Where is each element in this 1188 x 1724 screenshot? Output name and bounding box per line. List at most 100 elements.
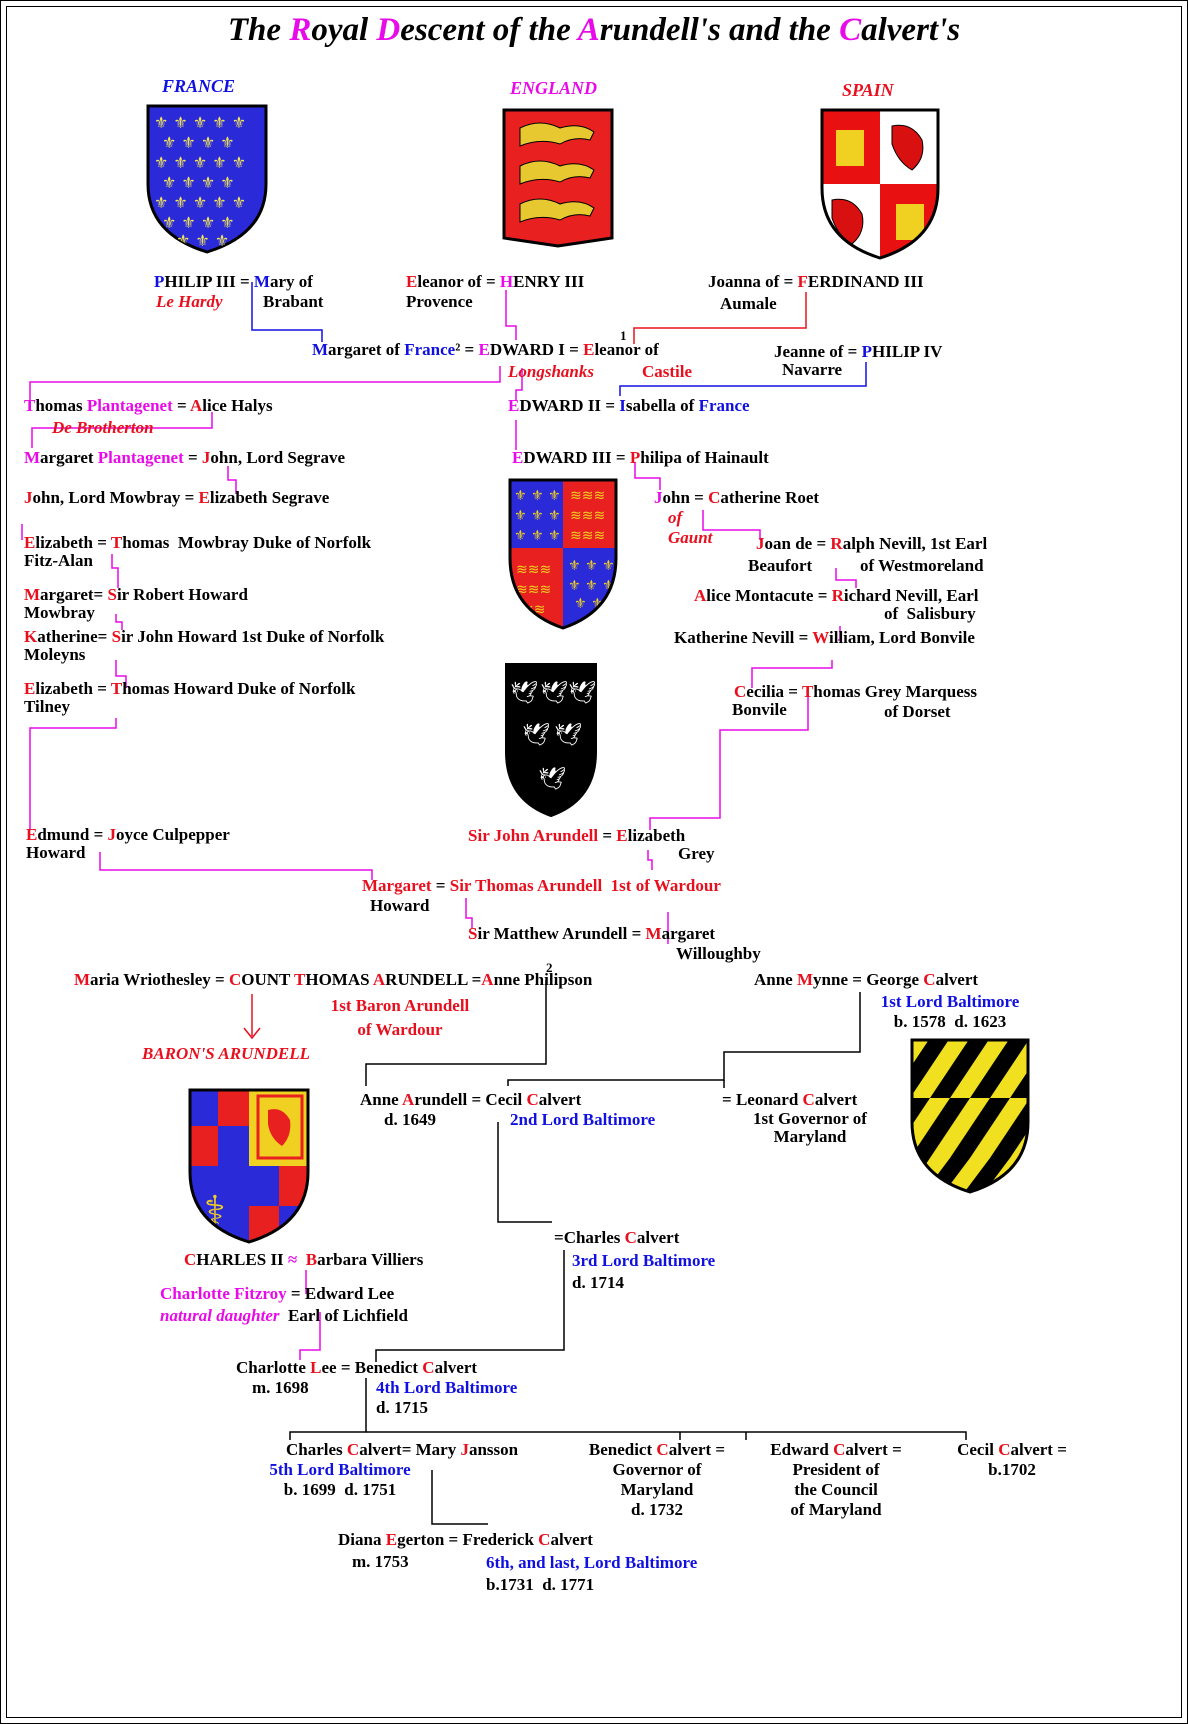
person-count-thomas-arundell: Maria Wriothesley = COUNT THOMAS ARUNDEL… bbox=[74, 970, 592, 990]
label-line: Diana Egerton = Frederick Calvert bbox=[338, 1530, 593, 1550]
label-segment: Fitz-Alan bbox=[24, 551, 93, 570]
label-segment: Diana bbox=[338, 1530, 386, 1549]
svg-text:⚜ ⚜ ⚜ ⚜ ⚜: ⚜ ⚜ ⚜ ⚜ ⚜ bbox=[154, 113, 246, 132]
label-segment: leanor of bbox=[417, 272, 486, 291]
place-howard: Howard bbox=[370, 896, 430, 916]
label-segment: = bbox=[172, 396, 191, 415]
label-segment: b. 1578 d. 1623 bbox=[893, 1012, 1007, 1031]
label-segment: dmund bbox=[37, 825, 94, 844]
label-line: Anne Arundell = Cecil Calvert bbox=[360, 1090, 581, 1110]
label-line: BARON'S ARUNDELL bbox=[142, 1044, 310, 1064]
label-line: Cecil Calvert = bbox=[942, 1440, 1082, 1460]
label-line: Charles Calvert= Mary Jansson bbox=[286, 1440, 518, 1460]
label-line: Alice Montacute = Richard Nevill, Earl bbox=[694, 586, 978, 606]
svg-text:≋≋≋: ≋≋≋ bbox=[570, 508, 605, 524]
label-segment: C bbox=[833, 1440, 846, 1459]
title-salisbury: of Salisbury bbox=[884, 604, 976, 624]
label-line: Anne Mynne = George Calvert bbox=[754, 970, 978, 990]
label-segment: C bbox=[526, 1090, 539, 1109]
label-segment: 5th Lord Baltimore bbox=[269, 1460, 411, 1479]
inner-frame bbox=[6, 6, 1182, 1718]
epithet-de-brotherton: De Brotherton bbox=[52, 418, 154, 438]
label-segment: = bbox=[554, 1228, 564, 1247]
label-segment: BARON'S ARUNDELL bbox=[142, 1044, 310, 1063]
label-segment: = bbox=[615, 448, 630, 467]
label-segment: ir John Howard 1st Duke of Norfolk bbox=[121, 627, 385, 646]
label-segment: M bbox=[24, 448, 41, 467]
castile-leon-arms-icon bbox=[820, 108, 940, 260]
label-segment: France bbox=[698, 396, 750, 415]
label-segment: C bbox=[538, 1530, 551, 1549]
label-line: Eleanor of = HENRY III bbox=[406, 272, 584, 292]
person-edward-iii: EDWARD III = Philipa of Hainault bbox=[512, 448, 769, 468]
label-line: CHARLES II ≈ Barbara Villiers bbox=[184, 1250, 423, 1270]
title-part: A bbox=[577, 12, 600, 48]
label-segment: M bbox=[24, 585, 41, 604]
svg-text:⚜ ⚜ ⚜: ⚜ ⚜ ⚜ bbox=[514, 528, 561, 544]
svg-text:🕊: 🕊 bbox=[568, 681, 596, 706]
label-segment: W bbox=[812, 628, 829, 647]
title-westmoreland: of Westmoreland bbox=[860, 556, 984, 576]
svg-text:🕊: 🕊 bbox=[538, 767, 566, 792]
label-segment: Charlotte Fitzroy bbox=[160, 1284, 287, 1303]
person-alice-montacute: Alice Montacute = Richard Nevill, Earl bbox=[694, 586, 978, 606]
svg-text:⚕: ⚕ bbox=[204, 1188, 226, 1234]
label-line: b. 1578 d. 1623 bbox=[860, 1012, 1040, 1032]
label-segment: I bbox=[619, 396, 626, 415]
realm-spain: SPAIN bbox=[842, 80, 894, 100]
label-line: natural daughter Earl of Lichfield bbox=[160, 1306, 408, 1326]
label-segment: C bbox=[184, 1250, 197, 1269]
label-segment: illiam, Lord Bonvile bbox=[829, 628, 975, 647]
label-segment: E bbox=[616, 826, 628, 845]
label-segment: Charles bbox=[563, 1228, 625, 1247]
label-segment: HILIP IV bbox=[872, 342, 943, 361]
label-segment: Leonard bbox=[735, 1090, 803, 1109]
label-segment: Mary bbox=[415, 1440, 461, 1459]
label-segment: = bbox=[215, 970, 229, 989]
label-segment: = bbox=[788, 682, 802, 701]
label-segment: P bbox=[861, 342, 872, 361]
label-segment: De Brotherton bbox=[52, 418, 154, 437]
label-segment: Le Hardy bbox=[156, 292, 223, 311]
label-segment: J bbox=[756, 534, 765, 553]
label-line: m. 1753 bbox=[352, 1552, 409, 1572]
title-dorset: of Dorset bbox=[884, 702, 951, 722]
person-jeanne-navarre: Jeanne of = PHILIP IV bbox=[774, 342, 942, 362]
svg-text:🕊: 🕊 bbox=[540, 681, 568, 706]
person-george-calvert: Anne Mynne = George Calvert bbox=[754, 970, 978, 990]
label-segment: = bbox=[847, 342, 862, 361]
label-line: President of bbox=[752, 1460, 920, 1480]
label-segment: ERDINAND III bbox=[807, 272, 924, 291]
label-segment: Plantagenet bbox=[86, 396, 173, 415]
person-cecilia-bonvile: Cecilia = Thomas Grey Marquess bbox=[734, 682, 977, 702]
epithet-longshanks: Longshanks bbox=[508, 362, 594, 382]
label-segment: A bbox=[694, 586, 707, 605]
label-segment: = bbox=[401, 1440, 416, 1459]
label-segment: gerton bbox=[397, 1530, 449, 1549]
label-line: Howard bbox=[26, 844, 230, 862]
label-segment: HOMAS bbox=[305, 970, 373, 989]
page-title: The Royal Descent of the Arundell's and … bbox=[0, 12, 1188, 49]
label-segment: E bbox=[512, 448, 524, 467]
label-segment: Plantagenet bbox=[97, 448, 184, 467]
label-segment: K bbox=[24, 627, 38, 646]
label-segment: = bbox=[783, 272, 798, 291]
label-line: 5th Lord Baltimore bbox=[240, 1460, 440, 1480]
label-segment: lice Halys bbox=[202, 396, 273, 415]
label-segment: Beaufort bbox=[748, 556, 813, 575]
person-leonard-calvert: = Leonard Calvert bbox=[722, 1090, 857, 1110]
label-segment: Maryland bbox=[773, 1127, 847, 1146]
label-line: Katherine Nevill = William, Lord Bonvile bbox=[674, 628, 975, 648]
label-segment: ecilia bbox=[746, 682, 789, 701]
label-segment: oyce Culpepper bbox=[116, 825, 230, 844]
label-line: of bbox=[668, 508, 712, 528]
label-segment: ir Matthew Arundell bbox=[477, 924, 632, 943]
svg-text:⚜ ⚜ ⚜: ⚜ ⚜ ⚜ bbox=[514, 488, 561, 504]
label-segment: RUNDELL bbox=[385, 970, 472, 989]
